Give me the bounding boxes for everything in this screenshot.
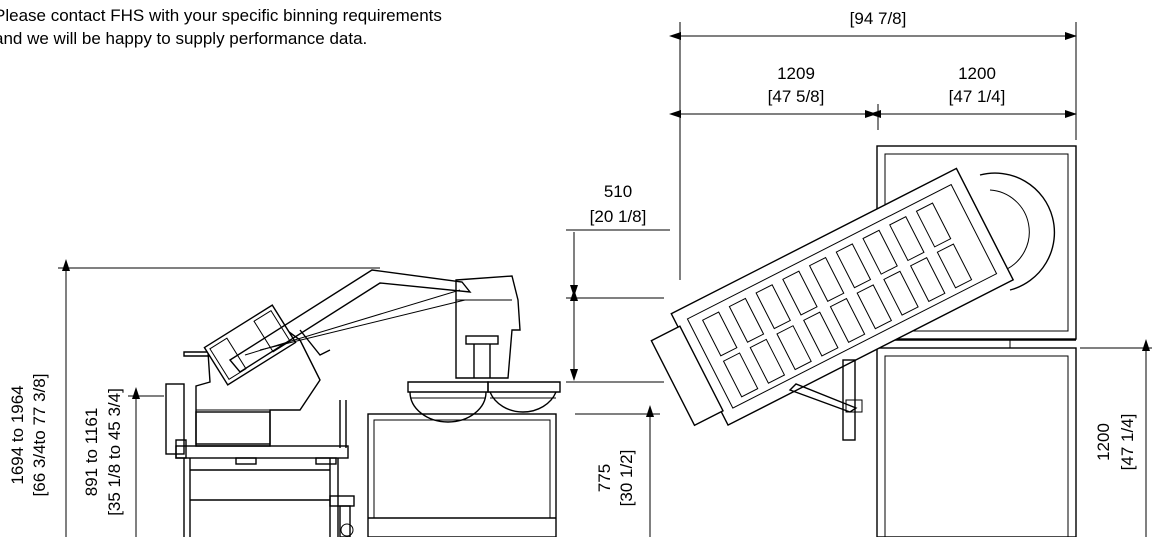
- mid-height-dimension: 891 to 1161 [35 1/8 to 45 3/4]: [82, 387, 164, 537]
- height-bin-mm: 775: [595, 464, 614, 492]
- height-total-mm: 1694 to 1964: [8, 385, 27, 484]
- info-note: Please contact FHS with your specific bi…: [0, 6, 442, 48]
- side-dimension: 1200 [47 1/4]: [1080, 339, 1152, 537]
- width-a-dimension: 1209 [47 5/8]: [669, 64, 879, 130]
- bin-height-dimension: 775 [30 1/2]: [575, 405, 660, 537]
- height-bin-in: [30 1/2]: [617, 450, 636, 507]
- overall-width-in: [94 7/8]: [850, 9, 907, 28]
- elevation-view: [165, 269, 561, 537]
- offset-mm: 510: [604, 182, 632, 201]
- width-b-dimension: 1200 [47 1/4]: [869, 64, 1077, 118]
- width-a-mm: 1209: [777, 64, 815, 83]
- width-b-in: [47 1/4]: [949, 87, 1006, 106]
- offset-in: [20 1/8]: [590, 207, 647, 226]
- height-mid-in: [35 1/8 to 45 3/4]: [105, 388, 124, 516]
- total-height-dimension: 1694 to 1964 [66 3/4to 77 3/8]: [8, 259, 380, 537]
- side-in: [47 1/4]: [1118, 414, 1137, 471]
- offset-dimension: 510 [20 1/8]: [566, 182, 670, 383]
- plan-view: [650, 145, 1077, 537]
- height-total-in: [66 3/4to 77 3/8]: [30, 374, 49, 497]
- width-a-in: [47 5/8]: [768, 87, 825, 106]
- overall-width-dimension: [94 7/8]: [669, 9, 1077, 280]
- side-mm: 1200: [1094, 423, 1113, 461]
- width-b-mm: 1200: [958, 64, 996, 83]
- height-mid-mm: 891 to 1161: [82, 408, 101, 497]
